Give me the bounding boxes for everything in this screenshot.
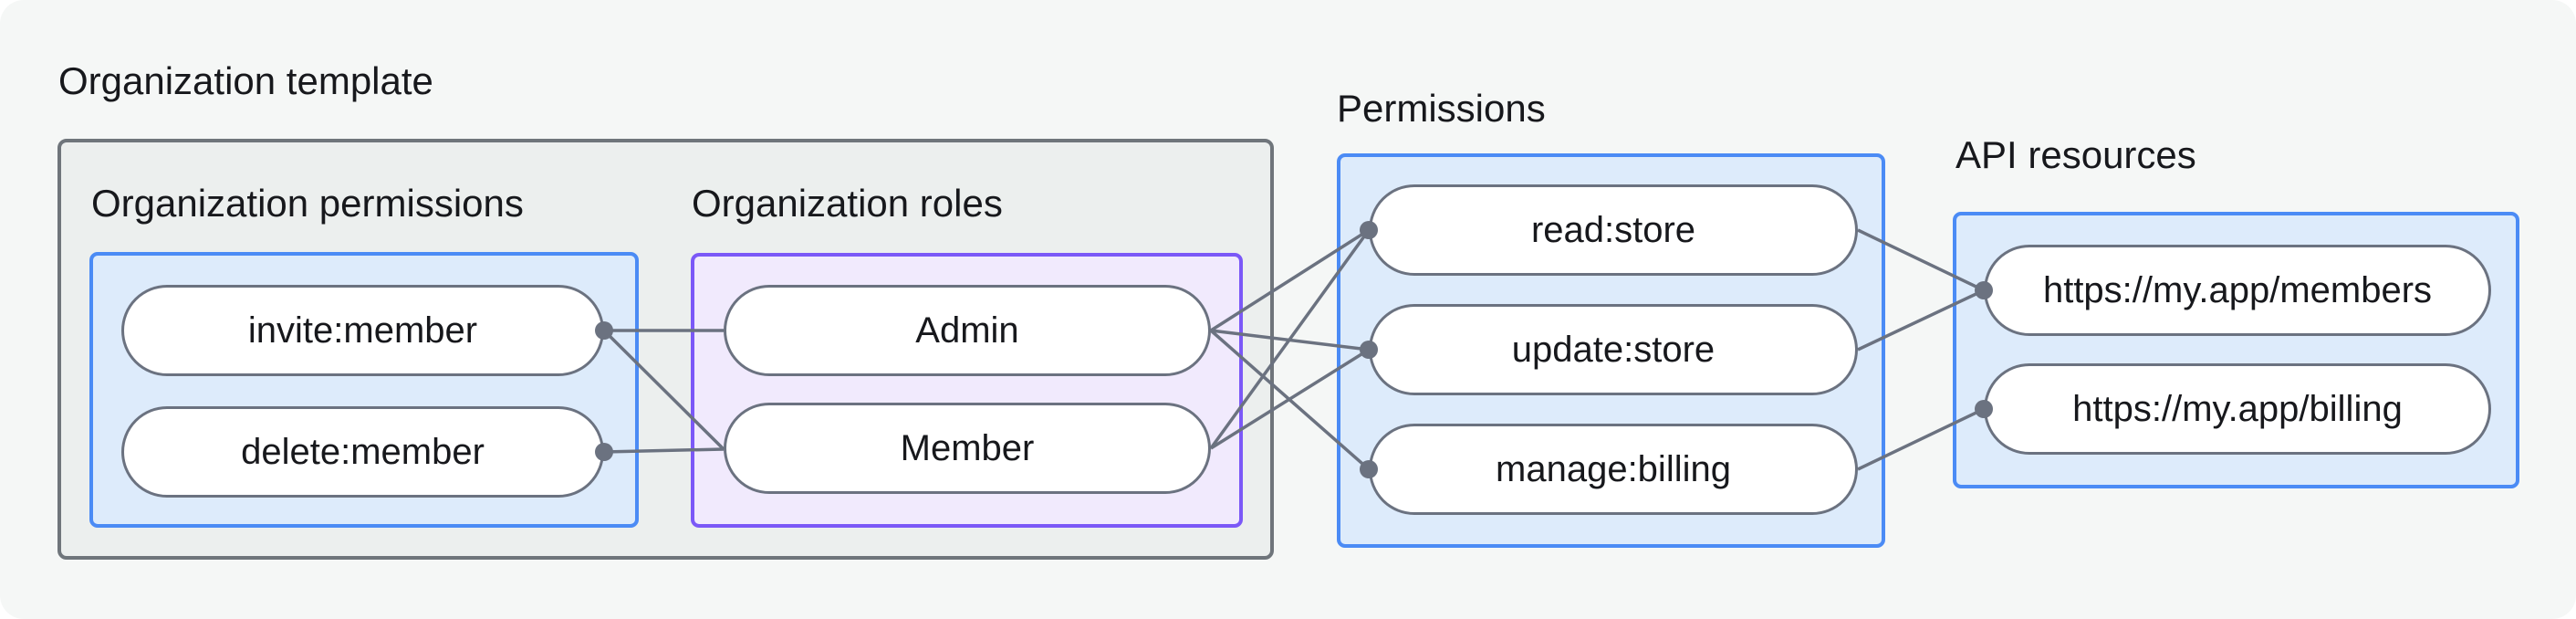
org-template-title: Organization template: [58, 59, 433, 102]
org-permissions-label: Organization permissions: [91, 182, 524, 225]
node-invite-member: invite:member: [121, 285, 604, 376]
node-api-billing: https://my.app/billing: [1984, 363, 2491, 455]
node-member-label: Member: [900, 427, 1035, 468]
node-admin-label: Admin: [915, 310, 1019, 351]
node-admin: Admin: [724, 285, 1211, 376]
node-api-billing-label: https://my.app/billing: [2072, 388, 2403, 429]
node-invite-member-label: invite:member: [247, 310, 478, 351]
node-api-members-label: https://my.app/members: [2042, 269, 2433, 310]
node-delete-member: delete:member: [121, 406, 604, 498]
node-read-store: read:store: [1369, 184, 1858, 276]
node-delete-member-label: delete:member: [241, 431, 485, 472]
node-member: Member: [724, 403, 1211, 494]
node-update-store: update:store: [1369, 304, 1858, 395]
api-resources-title: API resources: [1955, 133, 2196, 176]
node-read-store-label: read:store: [1530, 209, 1696, 250]
node-manage-billing: manage:billing: [1369, 424, 1858, 515]
node-api-members: https://my.app/members: [1984, 245, 2491, 336]
node-update-store-label: update:store: [1511, 329, 1716, 370]
permissions-title: Permissions: [1337, 87, 1546, 130]
node-manage-billing-label: manage:billing: [1496, 448, 1731, 489]
org-roles-label: Organization roles: [692, 182, 1003, 225]
